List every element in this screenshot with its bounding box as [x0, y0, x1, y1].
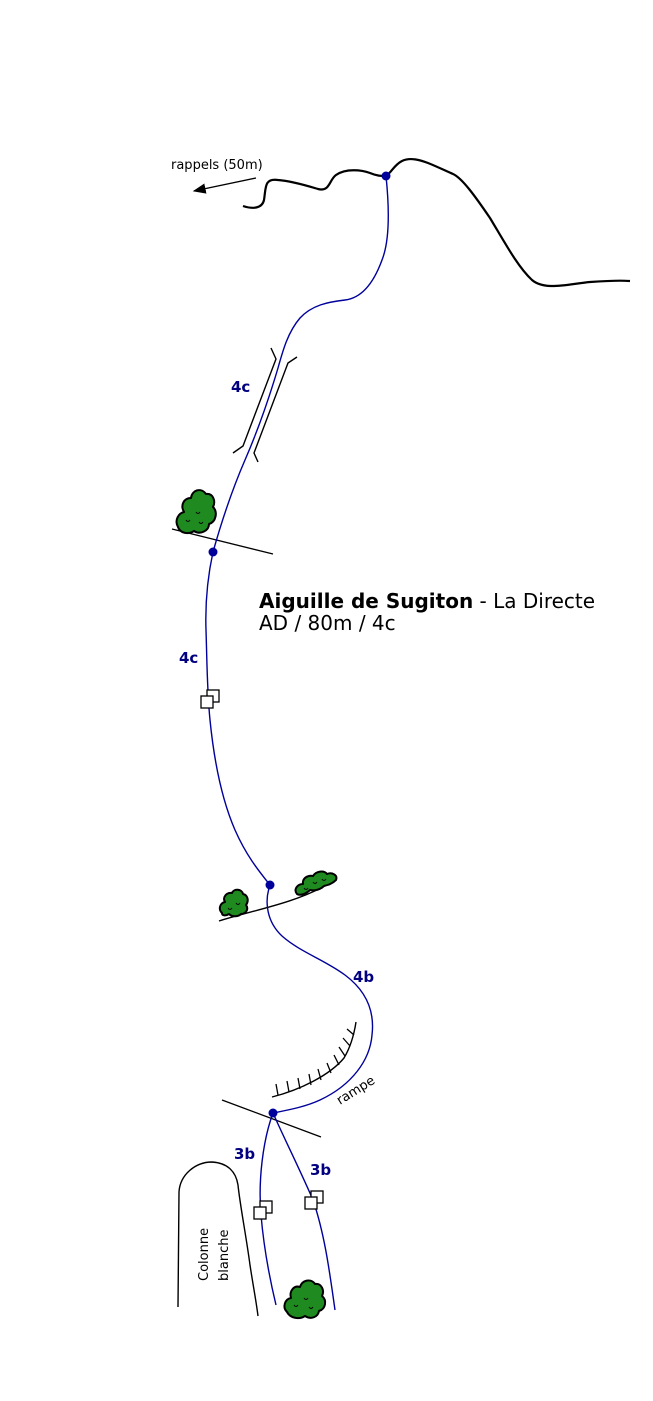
- grade-pitch-2: 3b: [234, 1145, 255, 1163]
- bush-upper: [175, 489, 217, 535]
- descent-label: rappels (50m): [171, 158, 263, 173]
- grade-pitch-4: 4c: [179, 649, 198, 667]
- bolt-pair-pitch-1: [304, 1190, 324, 1210]
- bush-middle-left: [218, 888, 249, 918]
- route-pitch-3: [266, 884, 374, 1114]
- bolt-pair-pitch-2: [253, 1200, 273, 1220]
- grade-pitch-3: 4b: [353, 968, 374, 986]
- bolt-pair-pitch-4: [200, 689, 220, 709]
- belay-point-3: [208, 547, 218, 557]
- colonne-label-line2: blanche: [217, 1230, 232, 1281]
- crack-line-left: [232, 347, 277, 454]
- route-subtitle: AD / 80m / 4c: [259, 611, 396, 635]
- route-title: Aiguille de Sugiton - La Directe: [259, 589, 595, 613]
- colonne-blanche-outline: [177, 1161, 259, 1317]
- belay-point-1: [268, 1108, 278, 1118]
- bush-middle-right: [294, 870, 338, 896]
- route-pitch-4: [205, 551, 271, 886]
- crack-line-right: [253, 356, 298, 463]
- rampe-label: rampe: [334, 1073, 378, 1108]
- route-pitch-1: [272, 1112, 336, 1311]
- descent-arrow: [192, 177, 257, 194]
- colonne-label-line1: Colonne: [197, 1228, 212, 1281]
- belay-point-top: [381, 171, 391, 181]
- rampe-hatching: [275, 1028, 355, 1096]
- route-pitch-5: [212, 175, 389, 553]
- bush-bottom: [283, 1279, 327, 1320]
- grade-pitch-1: 3b: [310, 1161, 331, 1179]
- belay-point-2: [265, 880, 275, 890]
- route-title-rest: - La Directe: [473, 589, 595, 613]
- route-title-bold: Aiguille de Sugiton: [259, 589, 473, 613]
- grade-pitch-5: 4c: [231, 378, 250, 396]
- summit-ridge-line: [242, 157, 631, 288]
